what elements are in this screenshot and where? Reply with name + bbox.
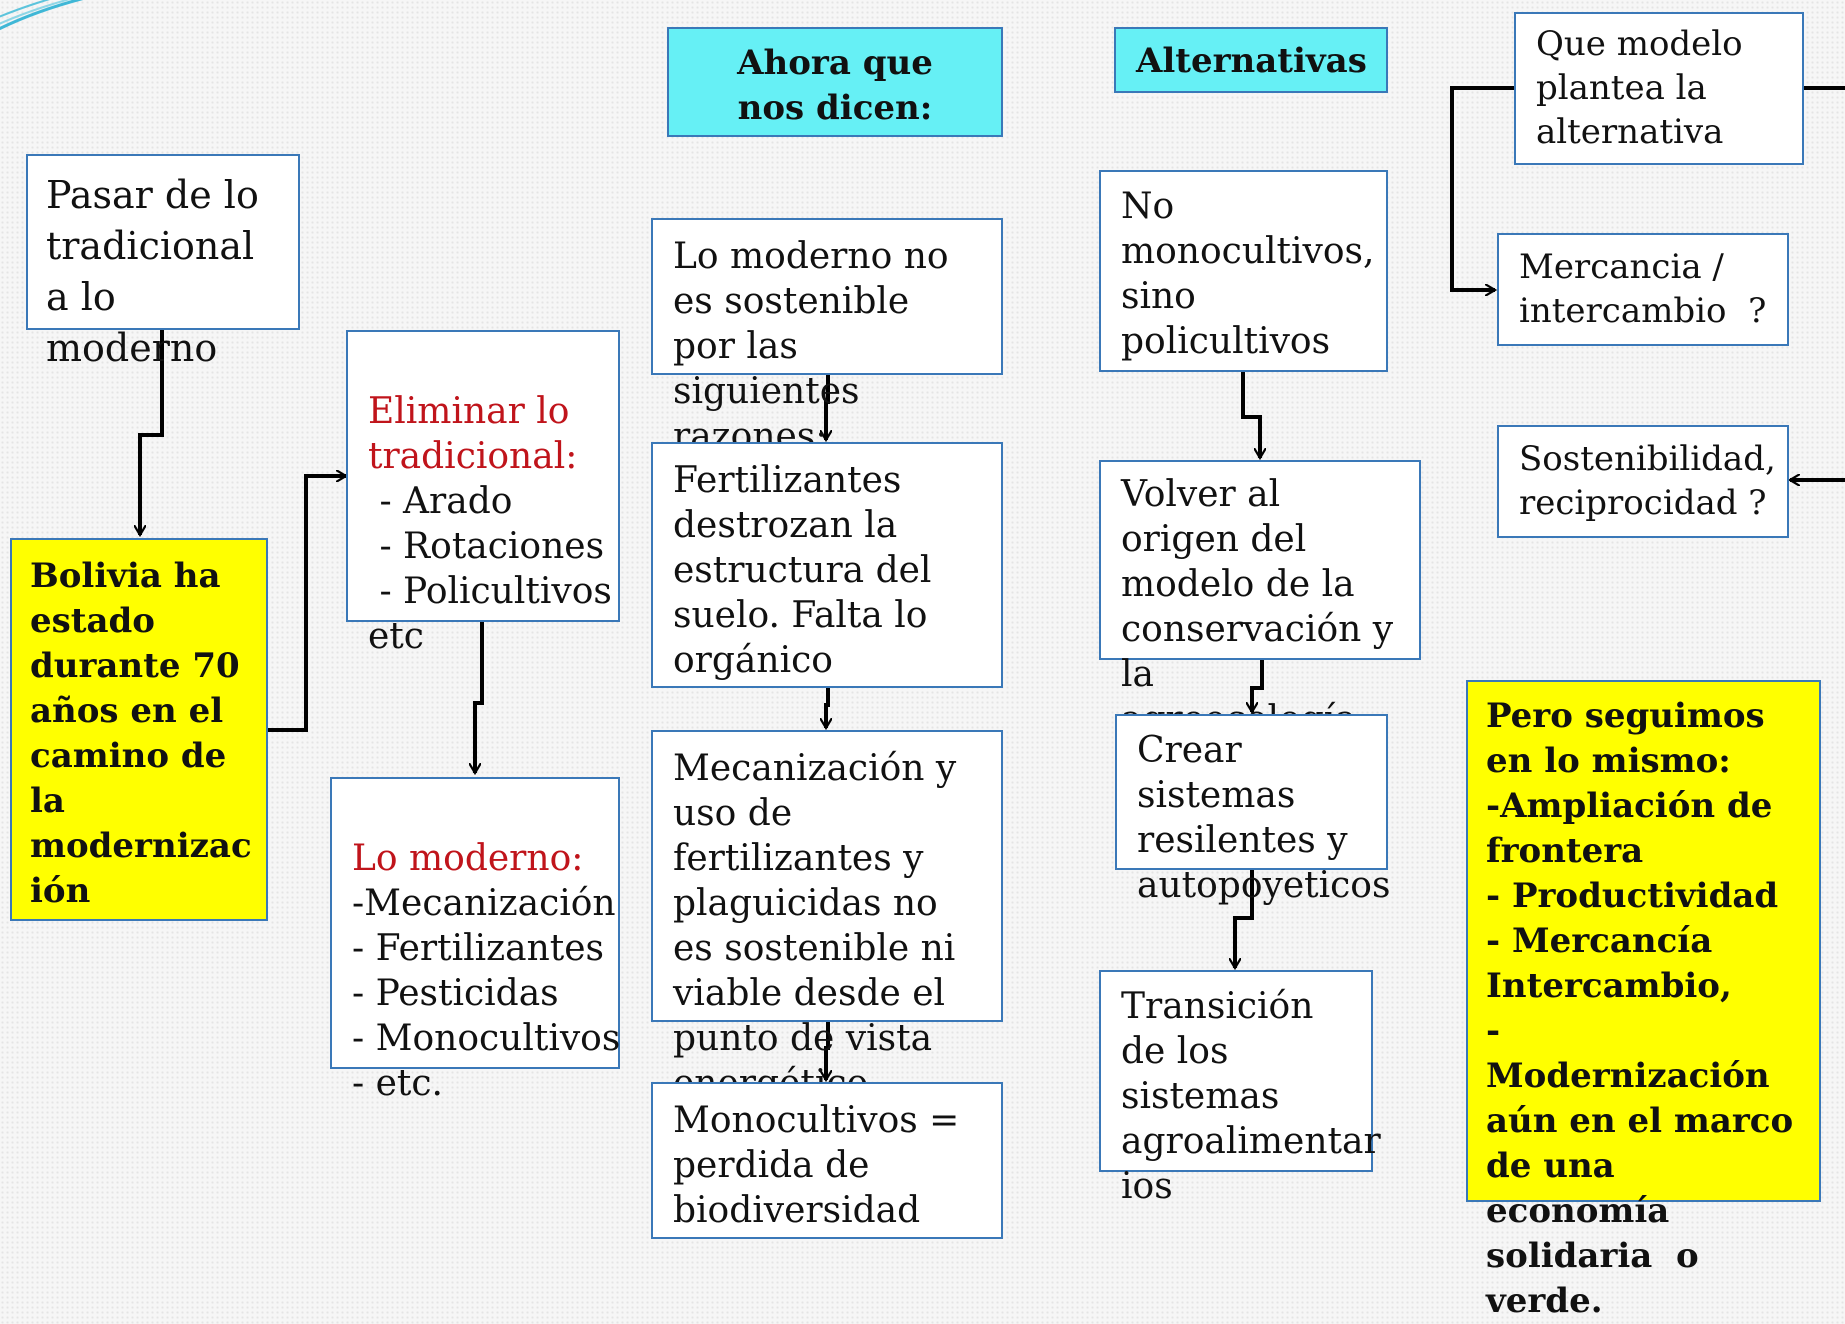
box-mecanizacion-no-viable: Mecanización y uso de fertilizantes y pl… [651,730,1003,1104]
eliminar-title: Eliminar lo tradicional: [368,391,578,477]
header-alternativas: Alternativas [1114,27,1388,93]
arrow-policultivos-to-volver [1241,372,1260,458]
moderno-title: Lo moderno: [352,838,584,879]
box-lo-moderno: Lo moderno: -Mecanización - Fertilizante… [330,777,620,1104]
eliminar-items: - Arado - Rotaciones - Policultivos etc [368,481,612,657]
box-monocultivos-biodiversidad: Monocultivos = perdida de biodiversidad [651,1082,1003,1239]
box-sostenibilidad-reciprocidad: Sostenibilidad, reciprocidad ? [1497,425,1789,538]
header-ahora-que-nos-dicen: Ahora que nos dicen: [667,27,1003,137]
decorative-swoosh [0,0,84,31]
box-no-sostenible-razones: Lo moderno no es sostenible por las sigu… [651,218,1003,457]
box-fertilizantes-destrozan: Fertilizantes destrozan la estructura de… [651,442,1003,688]
box-no-monocultivos-policultivos: No monocultivos, sino policultivos [1099,170,1388,372]
box-eliminar-tradicional: Eliminar lo tradicional: - Arado - Rotac… [346,330,620,657]
box-transicion-sistemas: Transición de los sistemas agroalimentar… [1099,970,1381,1207]
arrow-fertilizantes-to-mecanizacion [826,688,828,728]
box-pasar-tradicional-moderno: Pasar de lo tradicional a lo moderno [26,154,300,370]
box-bolivia-modernizacion: Bolivia ha estado durante 70 años en el … [10,538,268,921]
box-mercancia-intercambio: Mercancia / intercambio ? [1497,233,1789,346]
box-crear-sistemas: Crear sistemas resilentes y autopoyetico… [1115,714,1390,906]
box-volver-al-origen: Volver al origen del modelo de la conser… [1099,460,1421,740]
arrow-bolivia-to-eliminar [268,476,346,732]
box-que-modelo-plantea: Que modelo plantea la alternativa [1514,12,1804,165]
box-pero-seguimos: Pero seguimos en lo mismo: -Ampliación d… [1466,680,1821,1321]
moderno-items: -Mecanización - Fertilizantes - Pesticid… [352,883,621,1104]
